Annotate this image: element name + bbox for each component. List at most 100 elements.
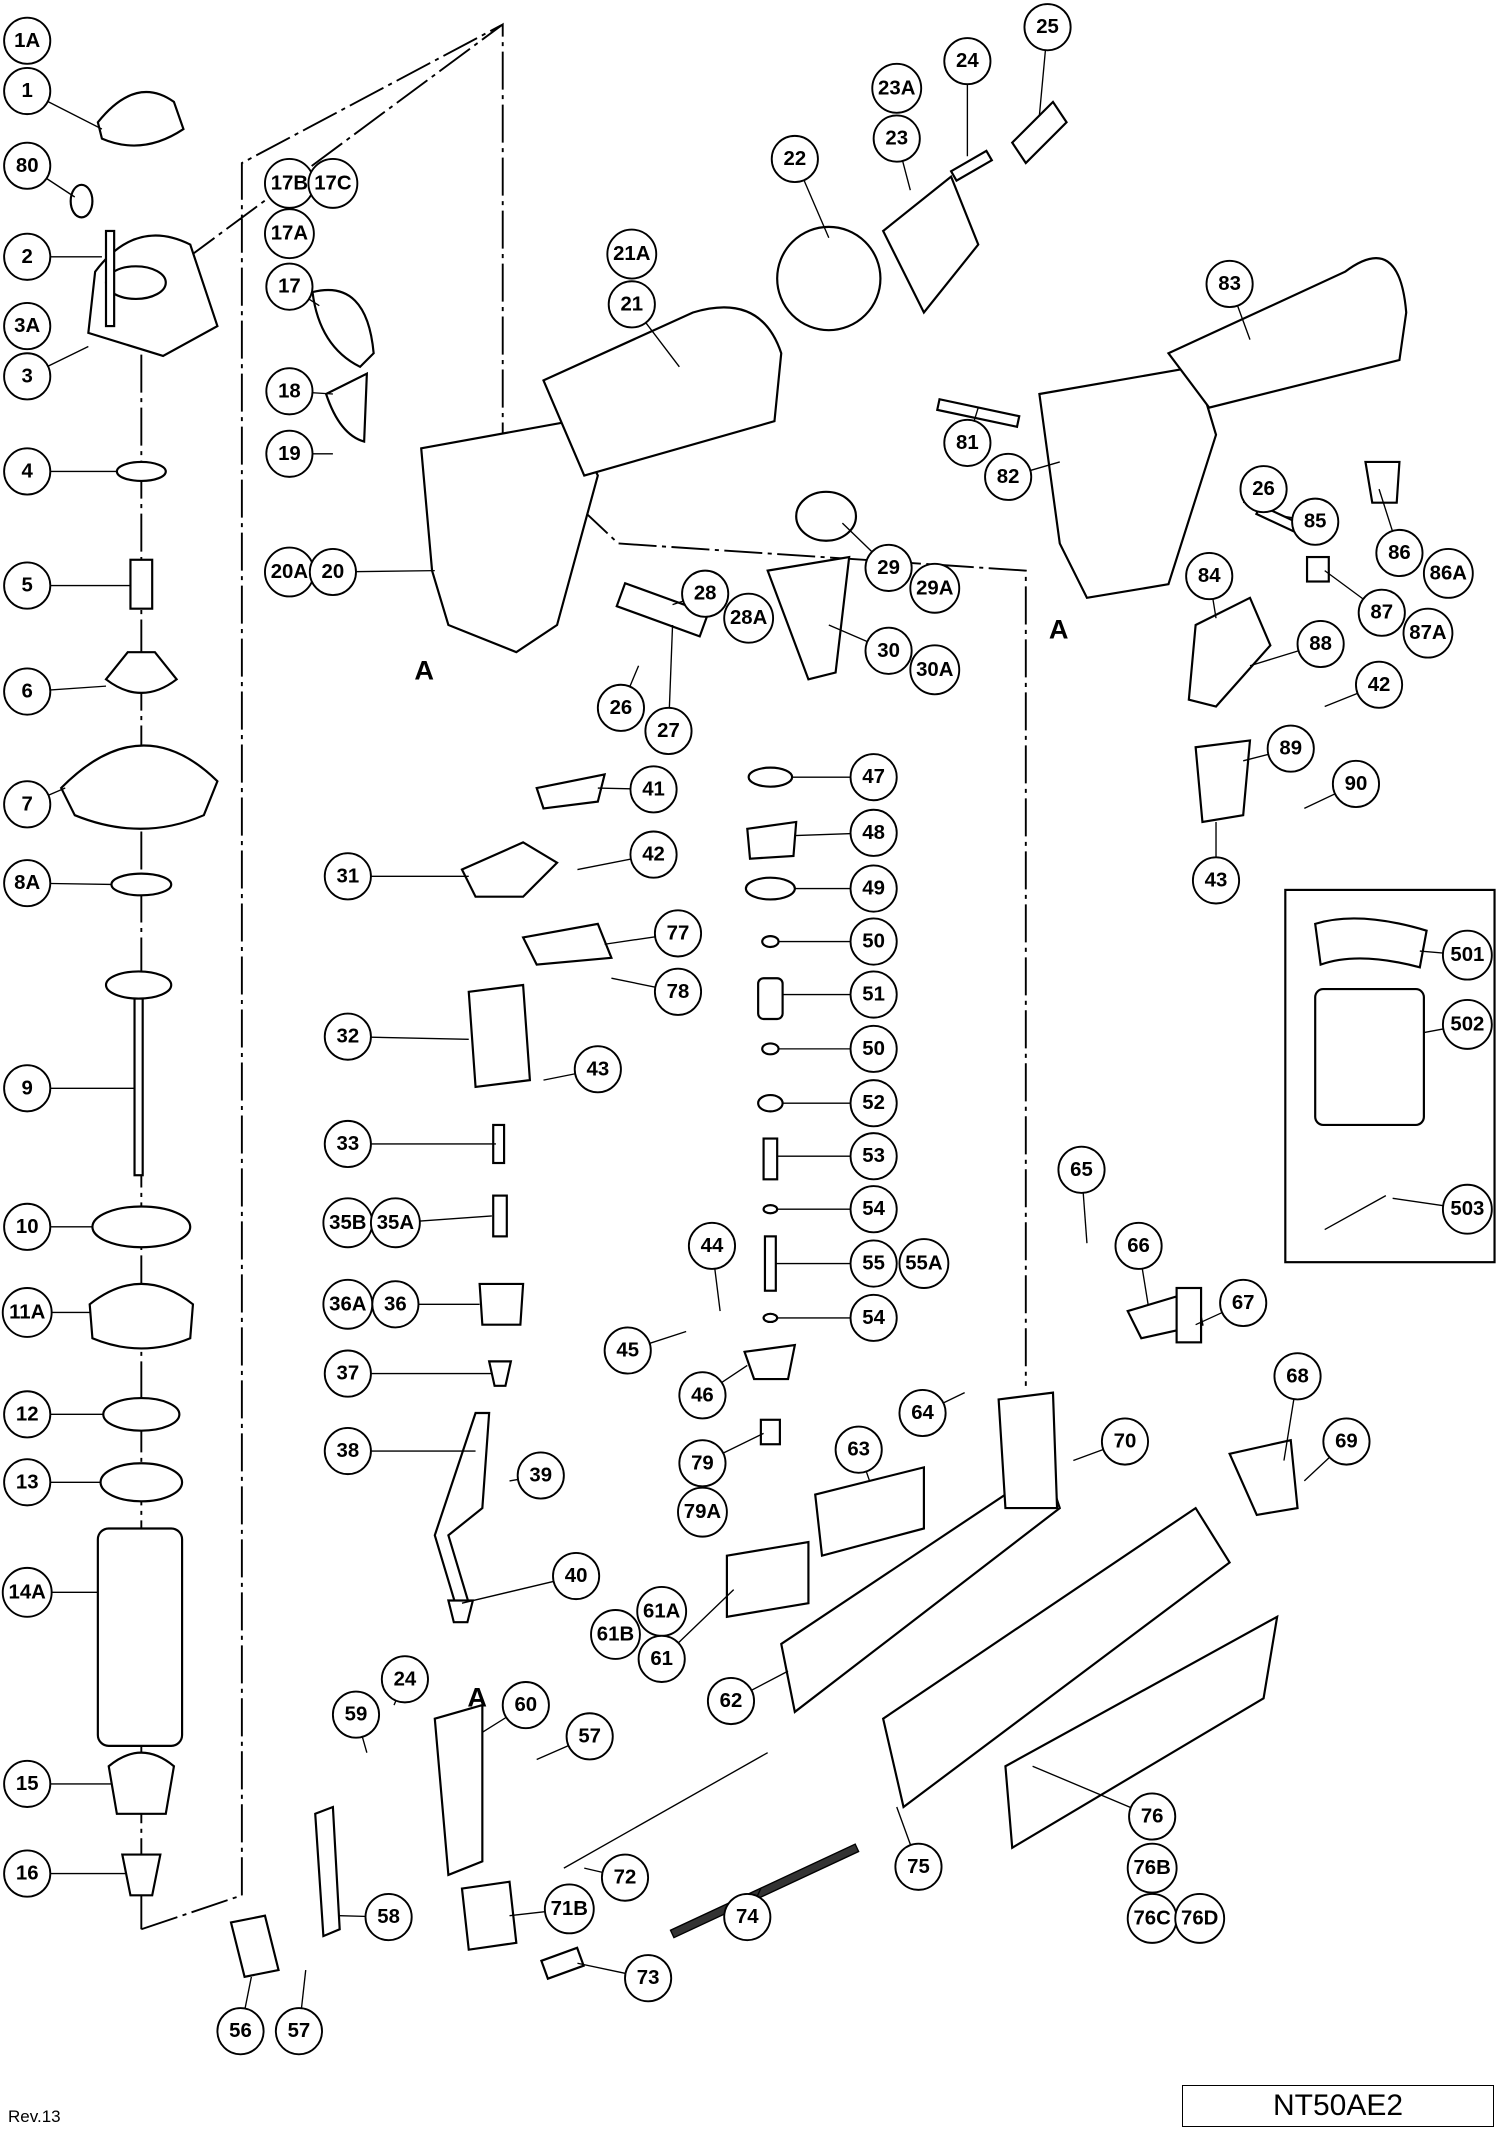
part-callout-44: 44 [687, 1221, 737, 1270]
part-callout-46: 46 [678, 1371, 727, 1420]
part-number: 41 [642, 778, 665, 800]
part-callout-78: 78 [653, 967, 703, 1016]
part-number: 28A [730, 607, 768, 629]
part-callout-2: 2 [3, 232, 52, 281]
part-callout-61: 61 [637, 1634, 686, 1683]
part-callout-88: 88 [1296, 619, 1345, 669]
part-number: 79 [691, 1452, 714, 1474]
part-callout-76d: 76D [1174, 1893, 1226, 1944]
part-number: 30 [877, 640, 900, 662]
part-number: 13 [16, 1471, 39, 1493]
part-callout-19: 19 [265, 429, 314, 478]
part-number: 58 [377, 1906, 400, 1928]
part-callout-74: 74 [723, 1893, 772, 1942]
part-callout-28a: 28A [723, 592, 775, 644]
part-number: 36 [384, 1293, 407, 1315]
part-callout-32: 32 [323, 1012, 372, 1061]
part-callout-45: 45 [603, 1326, 652, 1375]
part-callout-27: 27 [644, 706, 693, 756]
part-number: 63 [847, 1439, 870, 1461]
part-callout-20: 20 [308, 547, 357, 597]
part-callout-83: 83 [1205, 259, 1254, 309]
part-number: 86 [1388, 542, 1411, 564]
part-callout-86a: 86A [1422, 547, 1474, 599]
part-number: 26 [1252, 478, 1275, 500]
part-number: 14A [9, 1581, 47, 1603]
part-number: 21A [613, 243, 651, 265]
part-number: 45 [616, 1339, 639, 1361]
part-number: 90 [1345, 773, 1368, 795]
part-callout-69: 69 [1322, 1417, 1371, 1466]
part-callout-10: 10 [3, 1202, 52, 1251]
part-callout-6: 6 [3, 667, 52, 716]
part-callout-42: 42 [1355, 660, 1404, 709]
part-number: 50 [862, 1038, 885, 1060]
part-number: 22 [784, 148, 807, 170]
part-callout-29a: 29A [909, 562, 961, 614]
part-number: 42 [642, 844, 665, 866]
part-number: 68 [1286, 1365, 1309, 1387]
part-number: 74 [736, 1906, 759, 1928]
part-number: 72 [614, 1867, 637, 1889]
part-callout-58: 58 [364, 1893, 413, 1942]
part-callout-21: 21 [607, 280, 656, 329]
part-callout-20a: 20A [264, 546, 315, 598]
part-callout-1: 1 [3, 66, 52, 116]
section-marker-a: A [467, 1681, 487, 1712]
part-callout-66: 66 [1114, 1221, 1163, 1270]
part-number: 86A [1430, 562, 1468, 584]
part-number: 76B [1133, 1857, 1170, 1879]
part-callout-35a: 35A [369, 1197, 421, 1249]
part-number: 17B [271, 172, 308, 194]
part-number: 80 [16, 155, 39, 177]
part-callout-76: 76 [1128, 1792, 1177, 1841]
part-number: 76 [1141, 1806, 1164, 1828]
section-marker-a: A [414, 654, 434, 685]
part-callout-61a: 61A [636, 1585, 688, 1637]
part-number: 57 [288, 2020, 311, 2042]
part-number: 3 [22, 365, 33, 387]
part-number: 88 [1309, 633, 1332, 655]
part-callout-73: 73 [624, 1954, 673, 2003]
part-callout-84: 84 [1185, 552, 1234, 601]
part-number: 31 [337, 865, 360, 887]
part-number: 12 [16, 1403, 39, 1425]
part-number: 3A [14, 315, 40, 337]
part-callout-57: 57 [274, 2007, 323, 2056]
part-callout-3a: 3A [3, 302, 52, 351]
part-callout-17: 17 [265, 262, 314, 311]
part-callout-49: 49 [849, 864, 898, 913]
part-number: 30A [916, 659, 954, 681]
part-number: 35B [329, 1212, 366, 1234]
part-callout-79a: 79A [677, 1486, 728, 1538]
part-number: 67 [1232, 1292, 1255, 1314]
part-number: 44 [701, 1235, 724, 1257]
part-callout-65: 65 [1057, 1145, 1106, 1194]
part-callout-18: 18 [265, 367, 314, 416]
part-callout-38: 38 [323, 1426, 372, 1476]
part-number: 65 [1070, 1159, 1093, 1181]
part-callout-40: 40 [552, 1551, 601, 1601]
part-number: 17C [314, 172, 352, 194]
part-callout-17a: 17A [264, 208, 315, 260]
part-callout-13: 13 [3, 1458, 52, 1507]
part-number: 76C [1133, 1907, 1171, 1929]
part-number: 32 [337, 1026, 360, 1048]
part-callout-47: 47 [849, 753, 898, 802]
section-marker-a: A [1049, 614, 1069, 645]
part-callout-12: 12 [3, 1390, 52, 1439]
part-callout-81: 81 [943, 418, 992, 467]
part-callout-17c: 17C [307, 158, 359, 209]
part-number: 82 [997, 466, 1020, 488]
part-number: 61A [643, 1600, 681, 1622]
part-callout-8a: 8A [3, 859, 52, 908]
part-callout-76c: 76C [1126, 1893, 1178, 1944]
part-number: 23A [878, 77, 916, 99]
part-callout-16: 16 [3, 1849, 52, 1898]
part-callout-30: 30 [864, 626, 913, 675]
part-number: 87 [1370, 602, 1393, 624]
part-callout-50: 50 [849, 1024, 898, 1073]
part-number: 46 [691, 1384, 714, 1406]
part-number: 17A [271, 223, 309, 245]
part-number: 33 [337, 1133, 360, 1155]
